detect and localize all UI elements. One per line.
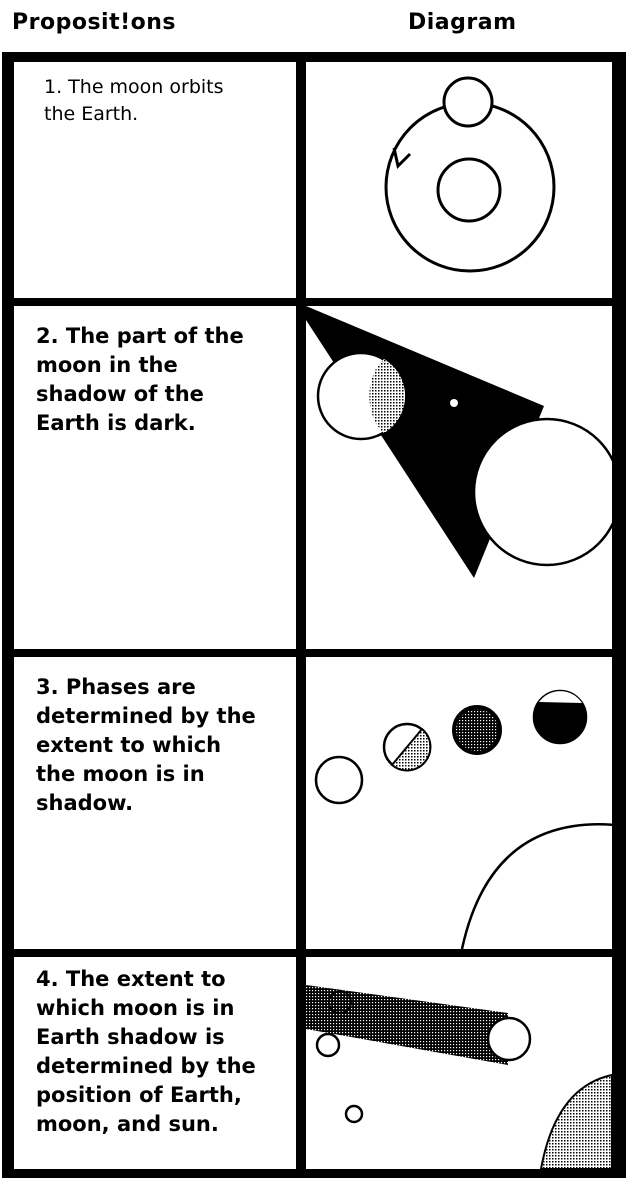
diagram-cell-1 bbox=[306, 62, 612, 298]
diagram-cell-2 bbox=[306, 306, 612, 649]
earth-shape bbox=[438, 159, 500, 221]
diagram-cell-4 bbox=[306, 957, 612, 1169]
position-diagram bbox=[306, 957, 612, 1169]
propositions-diagram-table: 1. The moon orbits the Earth. 2. The par… bbox=[2, 52, 626, 1178]
proposition-2-text: 2. The part of the moon in the shadow of… bbox=[36, 322, 244, 438]
shadow-diagram bbox=[306, 306, 612, 649]
moon-right bbox=[488, 1018, 530, 1060]
orbit-path bbox=[386, 103, 554, 271]
proposition-1-text: 1. The moon orbits the Earth. bbox=[44, 74, 224, 128]
crescent-lit-part bbox=[539, 691, 582, 703]
orbit-diagram bbox=[306, 62, 612, 298]
earth-edge bbox=[462, 824, 612, 949]
orbit-arrow bbox=[394, 148, 410, 166]
full-moon bbox=[316, 757, 362, 803]
proposition-4-text: 4. The extent to which moon is in Earth … bbox=[36, 965, 256, 1139]
shadow-speck bbox=[450, 399, 458, 407]
sun-or-earth-body bbox=[541, 1075, 612, 1169]
moon-small-bottom bbox=[346, 1106, 362, 1122]
proposition-cell-4: 4. The extent to which moon is in Earth … bbox=[14, 957, 296, 1169]
earth-shape bbox=[474, 419, 612, 565]
propositions-header: Proposit!ons bbox=[12, 10, 176, 35]
moon-small-left bbox=[317, 1034, 339, 1056]
proposition-cell-3: 3. Phases are determined by the extent t… bbox=[14, 657, 296, 949]
diagram-cell-3 bbox=[306, 657, 612, 949]
moon-shape bbox=[444, 78, 492, 126]
proposition-cell-1: 1. The moon orbits the Earth. bbox=[14, 62, 296, 298]
proposition-3-text: 3. Phases are determined by the extent t… bbox=[36, 673, 256, 818]
moon-in-shadow bbox=[329, 991, 351, 1013]
diagram-header: Diagram bbox=[408, 10, 517, 35]
proposition-cell-2: 2. The part of the moon in the shadow of… bbox=[14, 306, 296, 649]
phases-diagram bbox=[306, 657, 612, 949]
dark-moon bbox=[454, 707, 500, 753]
